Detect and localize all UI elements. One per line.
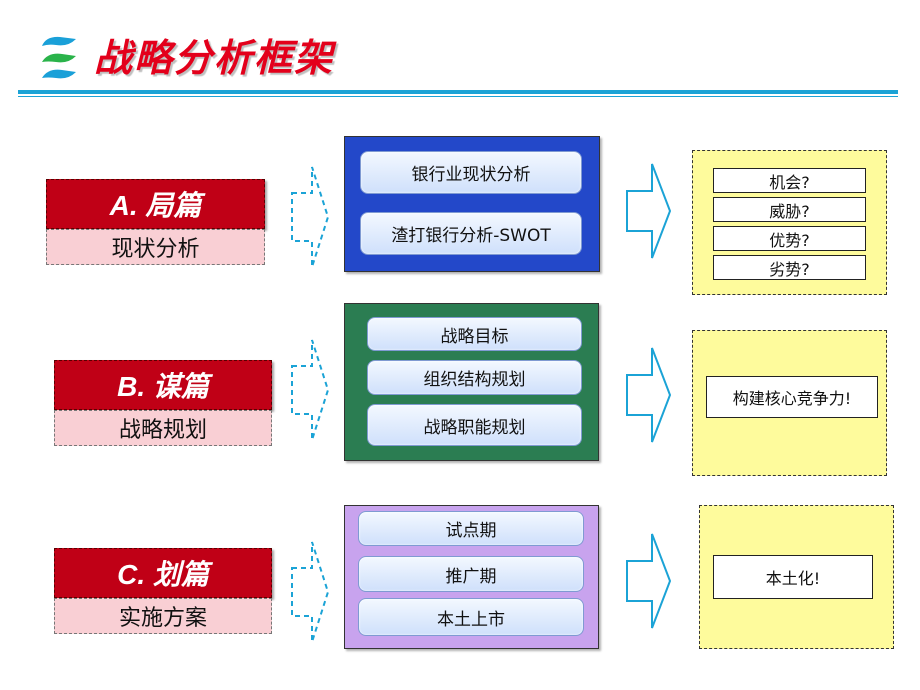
section-a-label: A. 局篇 [46, 179, 265, 229]
section-b-sub: 战略规划 [54, 410, 272, 446]
result-tag: 构建核心竞争力! [706, 376, 878, 418]
outline-arrow-icon [626, 533, 672, 629]
list-item: 银行业现状分析 [360, 151, 582, 194]
outline-arrow-icon [626, 163, 672, 259]
result-tag: 威胁? [713, 197, 866, 222]
result-tag: 优势? [713, 226, 866, 251]
section-a-sub: 现状分析 [46, 229, 265, 265]
outline-arrow-icon [626, 347, 672, 443]
section-c-label: C. 划篇 [54, 548, 272, 598]
dashed-arrow-icon [291, 166, 330, 268]
list-item: 战略目标 [367, 317, 582, 351]
result-tag: 本土化! [713, 555, 873, 599]
list-item: 本土上市 [358, 598, 584, 636]
list-item: 渣打银行分析-SWOT [360, 212, 582, 255]
result-tag: 劣势? [713, 255, 866, 280]
dashed-arrow-icon [291, 541, 330, 643]
page-title: 战略分析框架 [94, 36, 335, 80]
standard-chartered-logo-icon [42, 36, 76, 79]
list-item: 推广期 [358, 556, 584, 592]
title-divider [18, 90, 898, 94]
section-c-sub: 实施方案 [54, 598, 272, 634]
list-item: 战略职能规划 [367, 404, 582, 446]
list-item: 试点期 [358, 511, 584, 546]
title-divider-thin [18, 96, 898, 97]
dashed-arrow-icon [291, 339, 330, 441]
result-tag: 机会? [713, 168, 866, 193]
list-item: 组织结构规划 [367, 360, 582, 395]
section-b-label: B. 谋篇 [54, 360, 272, 410]
